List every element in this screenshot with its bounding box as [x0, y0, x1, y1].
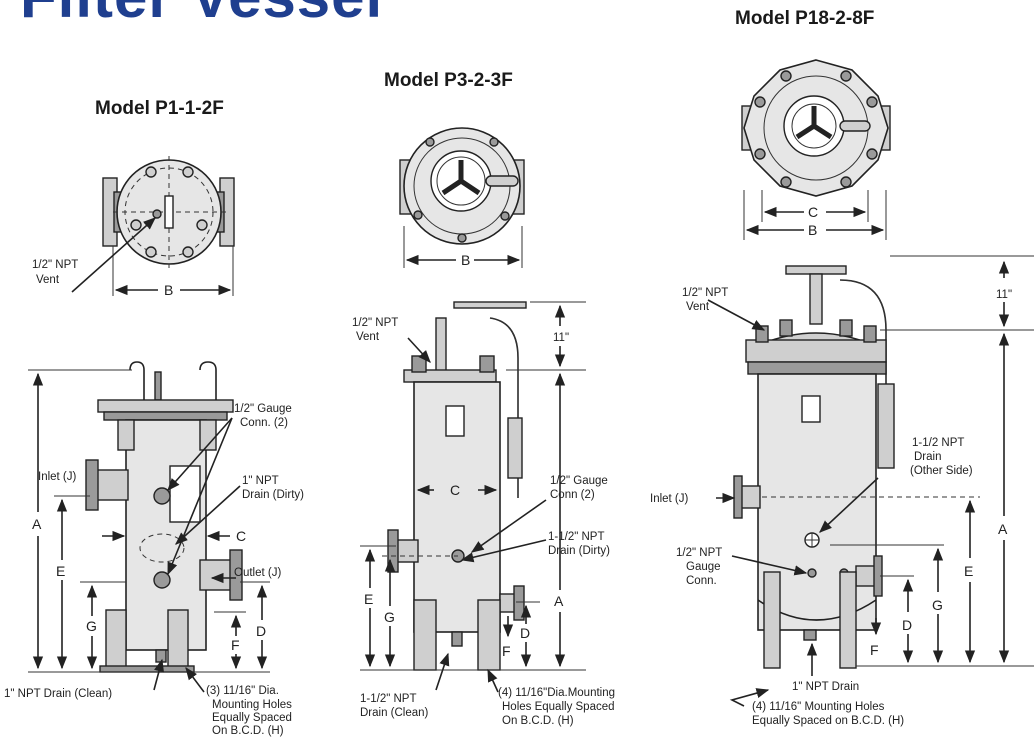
p3-dim-g: G: [384, 609, 395, 625]
p1-dim-d: D: [256, 623, 266, 639]
p18-vent-label-2: Vent: [686, 301, 710, 313]
p18-drain-label-3: (Other Side): [910, 465, 973, 477]
p18-dim-a: A: [998, 521, 1008, 537]
p18-gauge-label-2: Gauge: [686, 561, 721, 573]
p18-top-view: [741, 59, 891, 240]
p1-gauge-label-2: Conn. (2): [240, 417, 288, 429]
p1-vent-label-1: 1/2" NPT: [32, 259, 78, 271]
p18-drain-label-2: Drain: [914, 451, 941, 463]
p3-drain-dirty-label-2: Drain (Dirty): [548, 545, 610, 557]
p3-vent-label-2: Vent: [356, 331, 380, 343]
page-title: Filter Vessel: [20, 0, 383, 31]
p1-dim-a: A: [32, 516, 42, 532]
model-p1-title: Model P1-1-2F: [95, 98, 224, 119]
p1-dim-e: E: [56, 563, 65, 579]
p3-drain-dirty-label-1: 1-1/2" NPT: [548, 531, 605, 543]
p3-dim-11: 11": [553, 332, 569, 344]
p1-mount-label-4: On B.C.D. (H): [212, 725, 284, 737]
p1-top-view: [71, 156, 235, 296]
p3-mount-label-2: Holes Equally Spaced: [502, 701, 615, 713]
p18-dim-d: D: [902, 617, 912, 633]
p18-dim-e: E: [964, 563, 973, 579]
p1-vent-label-2: Vent: [36, 274, 60, 286]
p1-mount-label-3: Equally Spaced: [212, 712, 292, 724]
p1-front-view: [28, 361, 270, 693]
p1-mount-label-2: Mounting Holes: [212, 699, 292, 711]
p18-inlet-label: Inlet (J): [650, 493, 689, 505]
p3-mount-label-1: (4) 11/16"Dia.Mounting: [498, 687, 615, 699]
p3-gauge-label-1: 1/2" Gauge: [550, 475, 608, 487]
p3-dim-c: C: [450, 482, 460, 498]
p1-dim-g: G: [86, 618, 97, 634]
p3-gauge-label-2: Conn (2): [550, 489, 595, 501]
p3-dim-b: B: [461, 252, 470, 268]
p1-mount-label-1: (3) 11/16" Dia.: [206, 685, 279, 697]
model-p3-title: Model P3-2-3F: [384, 70, 513, 91]
p3-vent-label-1: 1/2" NPT: [352, 317, 398, 329]
p3-dim-d: D: [520, 625, 530, 641]
p3-mount-label-3: On B.C.D. (H): [502, 715, 574, 727]
model-p18-title: Model P18-2-8F: [735, 8, 875, 29]
p3-drain-clean-label-1: 1-1/2" NPT: [360, 693, 417, 705]
p1-drain-dirty-label-1: 1" NPT: [242, 475, 279, 487]
p3-dim-e: E: [364, 591, 373, 607]
p3-dim-f: F: [502, 643, 511, 659]
p18-dim-c: C: [808, 204, 818, 220]
p3-front-view: [360, 301, 586, 693]
p18-dim-11: 11": [996, 289, 1012, 301]
p1-dim-b: B: [164, 282, 173, 298]
p18-gauge-label-3: Conn.: [686, 575, 717, 587]
p18-dim-f: F: [870, 642, 879, 658]
p1-dim-f: F: [231, 637, 240, 653]
p1-dim-c: C: [236, 528, 246, 544]
p1-drain-clean-label: 1" NPT Drain (Clean): [4, 688, 112, 700]
p3-dim-a: A: [554, 593, 564, 609]
p1-outlet-label: Outlet (J): [234, 567, 281, 579]
p18-front-view: [707, 255, 1034, 707]
p18-drain-label-1: 1-1/2 NPT: [912, 437, 964, 449]
p18-mount-label-1: (4) 11/16" Mounting Holes: [752, 701, 885, 713]
p1-inlet-label: Inlet (J): [38, 471, 77, 483]
p18-dim-b: B: [808, 222, 817, 238]
p18-dim-g: G: [932, 597, 943, 613]
p3-top-view: [399, 127, 525, 268]
p18-vent-label-1: 1/2" NPT: [682, 287, 728, 299]
p1-gauge-label-1: 1/2" Gauge: [234, 403, 292, 415]
p18-gauge-label-1: 1/2" NPT: [676, 547, 722, 559]
p3-drain-clean-label-2: Drain (Clean): [360, 707, 429, 719]
p18-mount-label-2: Equally Spaced on B.C.D. (H): [752, 715, 904, 727]
p18-drain-bottom-label: 1" NPT Drain: [792, 681, 859, 693]
p1-drain-dirty-label-2: Drain (Dirty): [242, 489, 304, 501]
